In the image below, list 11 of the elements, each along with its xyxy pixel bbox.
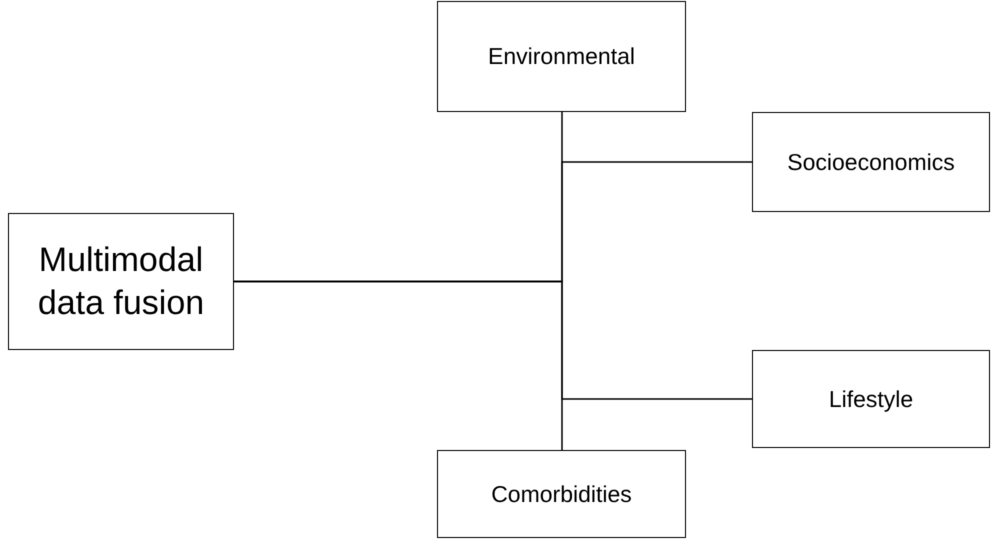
box-label: Multimodal data fusion [36, 240, 206, 324]
box-label: Environmental [488, 42, 636, 71]
text-box [437, 1, 686, 112]
text-box [752, 350, 990, 448]
text-box [437, 450, 686, 538]
text-box [752, 112, 990, 212]
box-label: Comorbidities [491, 480, 632, 508]
text-box [8, 213, 234, 350]
box-label: Socioeconomics [787, 148, 955, 176]
connector-line [234, 280, 563, 450]
box-label: Lifestyle [828, 384, 914, 414]
